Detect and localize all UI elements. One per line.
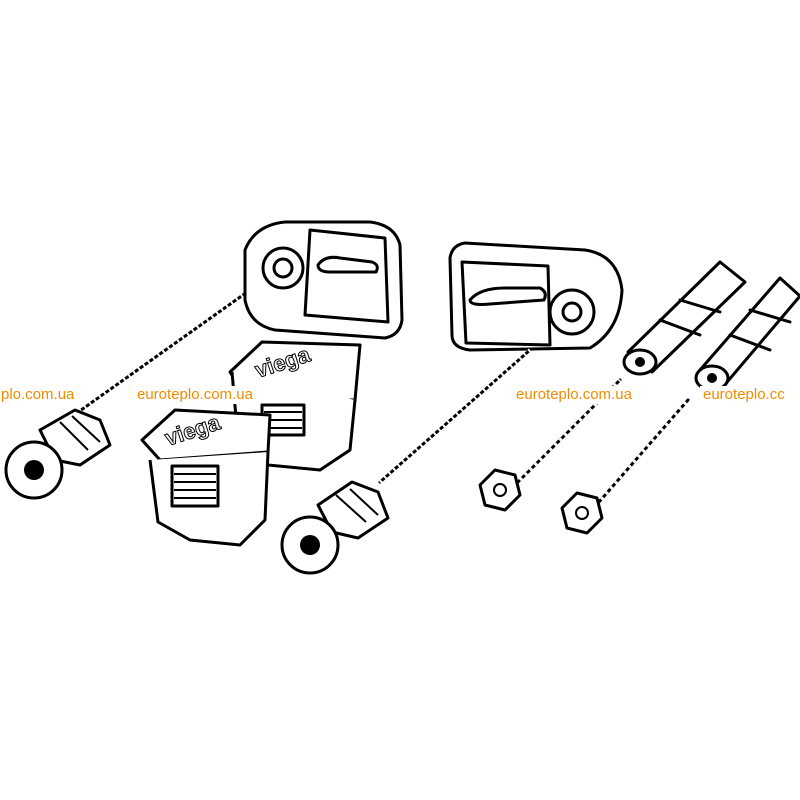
viega-block-front: viega [140,408,272,547]
threaded-rod-right [378,348,532,484]
wall-bracket-right [448,241,624,352]
socket-nut-right [280,480,390,575]
watermark-text: euroteplo.cc [700,386,788,404]
hex-screw-2 [560,398,690,535]
wall-bracket-left [243,220,404,340]
wall-plug-2 [694,276,800,392]
wall-plug-1 [622,260,747,376]
watermark-text: euroteplo.com.ua [513,386,635,404]
threaded-rod-left [58,288,252,427]
watermark-text: euroteplo.com.ua [134,386,256,404]
watermark-text: plo.com.ua [0,386,78,404]
socket-nut-left [4,408,112,500]
